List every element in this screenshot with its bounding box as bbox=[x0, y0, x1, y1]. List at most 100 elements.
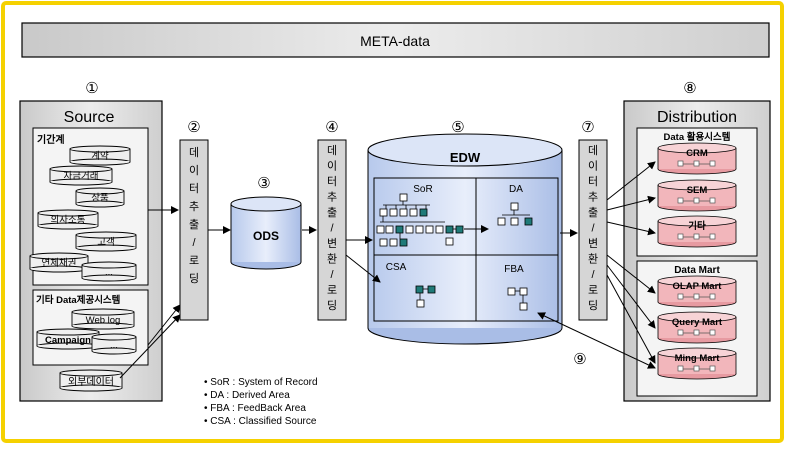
core-item-label: 상품 bbox=[91, 193, 109, 204]
etl-char: 추 bbox=[189, 200, 199, 213]
external-data-label: 외부데이터 bbox=[68, 376, 114, 388]
arrow-feedback bbox=[537, 312, 656, 369]
ods-label: ODS bbox=[253, 229, 279, 243]
etl-char: / bbox=[330, 223, 334, 235]
mart-group-label: Data Mart bbox=[674, 265, 720, 276]
model-node bbox=[455, 225, 464, 234]
meta-data-banner bbox=[21, 22, 770, 58]
ods-cylinder: ODS bbox=[230, 196, 302, 270]
model-node bbox=[507, 287, 516, 296]
dist-item-label: SEM bbox=[687, 185, 708, 196]
core-item-label: 연체채권 bbox=[42, 257, 77, 269]
etl-char: 데 bbox=[189, 146, 199, 159]
etl-char: 로 bbox=[588, 285, 598, 297]
model-node bbox=[427, 285, 436, 294]
model-node bbox=[385, 225, 394, 234]
model-node bbox=[379, 208, 388, 217]
arrow-to-sem bbox=[606, 195, 656, 211]
step-4: ④ bbox=[325, 119, 338, 136]
csa-model bbox=[415, 285, 436, 308]
core-item-label: 고객 bbox=[97, 237, 114, 248]
etl-char: 추 bbox=[588, 191, 598, 204]
csa-label: CSA bbox=[386, 262, 407, 273]
core-item: 상품 bbox=[75, 187, 125, 208]
etl-char: 터 bbox=[588, 175, 598, 188]
model-node bbox=[510, 202, 519, 211]
step-3: ③ bbox=[257, 175, 270, 192]
meta-data-title: META-data bbox=[360, 33, 430, 49]
core-item: 계약 bbox=[69, 145, 131, 166]
model-node bbox=[399, 193, 408, 202]
etl-char: 출 bbox=[189, 218, 199, 231]
step-8: ⑧ bbox=[683, 80, 696, 97]
core-systems-stack: 계약자금거래상품의사소통고객연체채권... bbox=[29, 145, 137, 282]
arrow-external-to-etl1 bbox=[119, 314, 181, 379]
core-item: 연체채권 bbox=[29, 252, 89, 273]
ext-systems-label: 기타 Data제공시스템 bbox=[36, 294, 120, 306]
model-node bbox=[405, 225, 414, 234]
dist-item-label: 기타 bbox=[688, 220, 706, 232]
etl-char: 변 bbox=[327, 237, 337, 250]
fba-model bbox=[507, 287, 528, 311]
step-2: ② bbox=[187, 119, 200, 136]
core-item-label: 자금거래 bbox=[64, 171, 99, 182]
core-item: 의사소통 bbox=[37, 209, 99, 230]
model-node bbox=[415, 225, 424, 234]
model-node bbox=[445, 237, 454, 246]
etl-char: / bbox=[591, 269, 595, 281]
etl-char: 딩 bbox=[588, 299, 598, 312]
ext-item-label: Campaign bbox=[45, 335, 91, 346]
sor-label: SoR bbox=[413, 184, 432, 195]
model-node bbox=[519, 287, 528, 296]
sem-cylinder: SEM bbox=[657, 179, 737, 212]
etl-char: 터 bbox=[327, 175, 337, 188]
model-node bbox=[389, 208, 398, 217]
distribution-title: Distribution bbox=[657, 109, 737, 126]
core-item: 자금거래 bbox=[49, 165, 113, 186]
external-data-cylinder: 외부데이터 bbox=[59, 369, 123, 392]
dist-item-label: CRM bbox=[686, 148, 708, 159]
crm-cylinder: CRM bbox=[657, 142, 737, 175]
step-9: ⑨ bbox=[573, 351, 586, 368]
model-node bbox=[524, 217, 533, 226]
edw-title: EDW bbox=[450, 150, 481, 165]
model-node bbox=[419, 208, 428, 217]
model-node bbox=[425, 225, 434, 234]
ming-mart-cylinder: Ming Mart bbox=[657, 347, 737, 380]
etc-cylinder: 기타 bbox=[657, 215, 737, 248]
legend-item: • FBA : FeedBack Area bbox=[204, 403, 306, 414]
ext-item-label: ... bbox=[110, 340, 118, 351]
model-node bbox=[409, 208, 418, 217]
dist-item-label: Ming Mart bbox=[675, 353, 721, 364]
etl-char: 딩 bbox=[327, 299, 337, 312]
core-item-label: 의사소통 bbox=[51, 215, 86, 226]
dist-item-label: OLAP Mart bbox=[673, 281, 723, 292]
dist-item-label: Query Mart bbox=[672, 317, 723, 328]
etl-char: / bbox=[192, 237, 196, 249]
etl-char: 추 bbox=[327, 191, 337, 204]
etl-char: 출 bbox=[327, 206, 337, 219]
external-data-item: 외부데이터 bbox=[59, 369, 123, 392]
core-item: 고객 bbox=[75, 231, 137, 252]
source-title: Source bbox=[64, 109, 115, 126]
model-node bbox=[379, 238, 388, 247]
ext-item: ... bbox=[91, 333, 137, 355]
apps-group-label: Data 활용시스템 bbox=[664, 131, 731, 143]
model-node bbox=[445, 225, 454, 234]
etl-char: 이 bbox=[327, 160, 337, 173]
etl-char: / bbox=[330, 269, 334, 281]
da-label: DA bbox=[509, 184, 523, 195]
etl-char: 환 bbox=[588, 253, 598, 266]
etl-char: 데 bbox=[588, 144, 598, 157]
etl-char: 이 bbox=[588, 160, 598, 173]
ext-item: Campaign bbox=[36, 328, 100, 350]
olap-mart-cylinder: OLAP Mart bbox=[657, 275, 737, 308]
ext-systems-stack: Web logCampaign... bbox=[36, 308, 137, 355]
model-node bbox=[389, 238, 398, 247]
etl-char: 데 bbox=[327, 144, 337, 157]
